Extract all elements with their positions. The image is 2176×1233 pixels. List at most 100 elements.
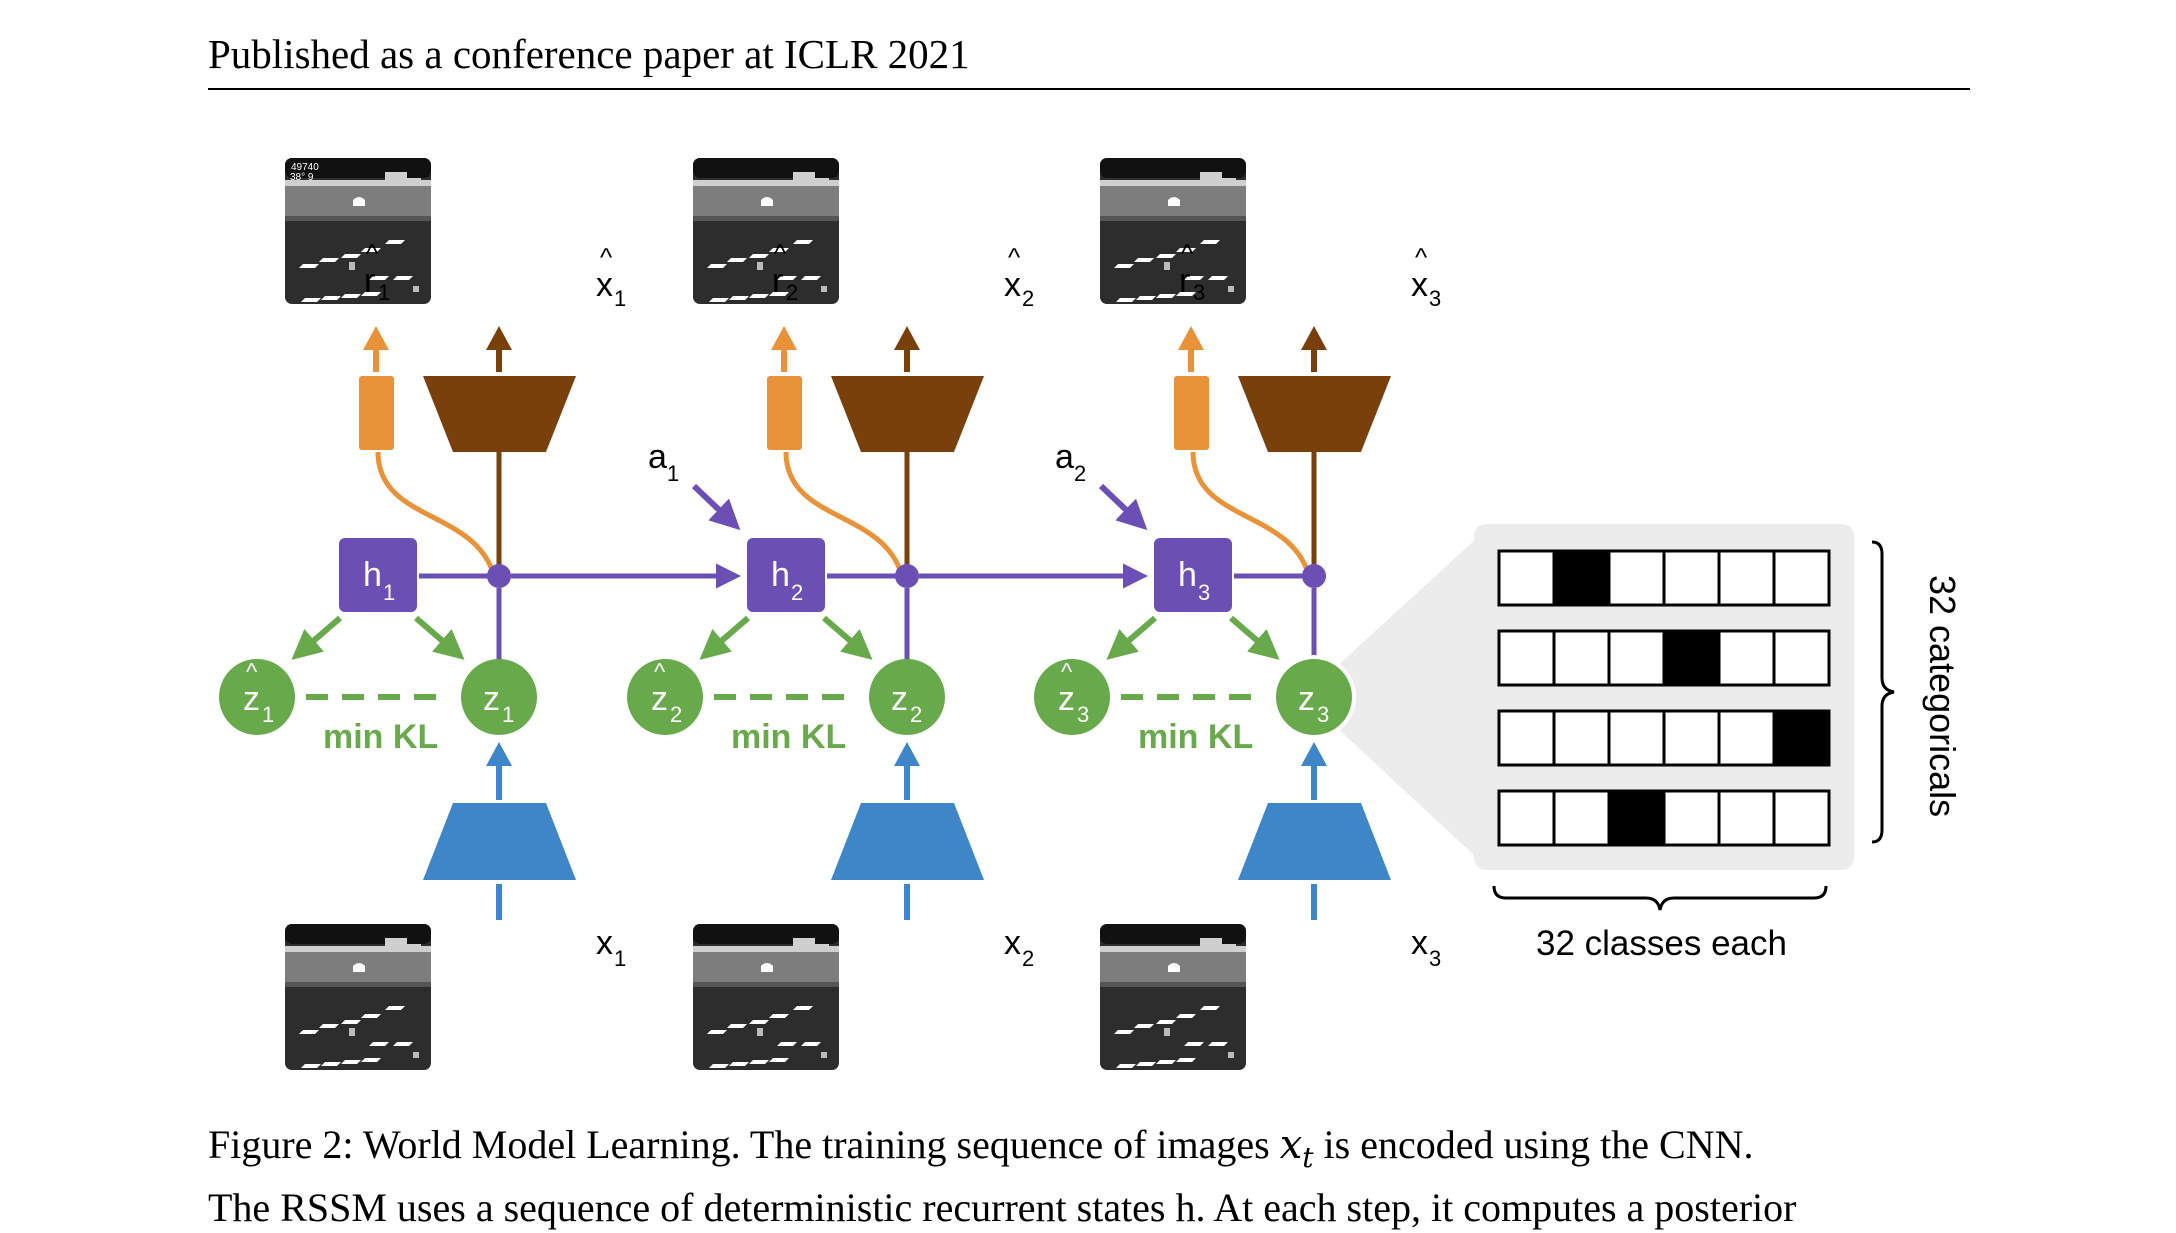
reward-head bbox=[767, 376, 802, 450]
grid-cell bbox=[1772, 549, 1831, 607]
svg-text:z: z bbox=[891, 680, 908, 718]
svg-text:2: 2 bbox=[1022, 946, 1034, 971]
svg-text:z: z bbox=[243, 680, 260, 718]
grid-cell bbox=[1662, 629, 1721, 687]
kl-label: min KL bbox=[731, 718, 846, 756]
svg-text:3: 3 bbox=[1077, 702, 1089, 727]
recon-label: x bbox=[1411, 266, 1428, 304]
svg-text:2: 2 bbox=[1022, 286, 1034, 311]
svg-text:^: ^ bbox=[600, 242, 613, 272]
grid-cell bbox=[1772, 629, 1831, 687]
grid-cell bbox=[1772, 709, 1831, 767]
svg-text:z: z bbox=[1298, 680, 1315, 718]
grid-cell bbox=[1662, 789, 1721, 847]
grid-cell bbox=[1717, 549, 1776, 607]
junction-node bbox=[487, 564, 511, 588]
decoder-shape bbox=[831, 376, 984, 452]
figure-caption: Figure 2: World Model Learning. The trai… bbox=[208, 1122, 1797, 1230]
svg-text:^: ^ bbox=[654, 659, 666, 686]
recon-label: x bbox=[596, 266, 613, 304]
grid-cell bbox=[1552, 789, 1611, 847]
svg-text:^: ^ bbox=[1008, 242, 1021, 272]
decoder-arrow bbox=[486, 326, 512, 350]
prior-z-hat-3 bbox=[1034, 659, 1110, 735]
deterministic-state-h1 bbox=[339, 538, 417, 612]
recon-label: x bbox=[1004, 266, 1021, 304]
reward-head bbox=[1174, 376, 1209, 450]
zoom-wedge bbox=[1335, 526, 1490, 870]
categoricals-brace bbox=[1871, 540, 1895, 844]
encoder-arrow bbox=[486, 742, 512, 766]
grid-cell bbox=[1662, 549, 1721, 607]
grid-cell bbox=[1607, 629, 1666, 687]
encoder-arrow bbox=[1301, 742, 1327, 766]
predicted-frame-2 bbox=[693, 158, 839, 304]
grid-cell bbox=[1552, 549, 1611, 607]
grid-cell bbox=[1772, 789, 1831, 847]
svg-text:1: 1 bbox=[502, 702, 514, 727]
caption-line-1-post: is encoded using the CNN. bbox=[1313, 1122, 1754, 1167]
grid-cell bbox=[1497, 549, 1556, 607]
deterministic-state-h2 bbox=[747, 538, 825, 612]
svg-text:z: z bbox=[483, 680, 500, 718]
input-frame-2 bbox=[693, 924, 839, 1070]
svg-text:3: 3 bbox=[1193, 280, 1205, 305]
svg-text:1: 1 bbox=[614, 286, 626, 311]
step-3: h 3 z ^ 3 min KL z 3 r ^ 3 x ^ 3 x 3 bbox=[1034, 158, 1490, 1070]
grid-cell bbox=[1717, 709, 1776, 767]
input-label: x bbox=[596, 924, 613, 962]
kl-label: min KL bbox=[323, 718, 438, 756]
grid-cell bbox=[1497, 709, 1556, 767]
grid-cell bbox=[1552, 629, 1611, 687]
prior-z-hat-2 bbox=[627, 659, 703, 735]
grid-cell bbox=[1607, 709, 1666, 767]
svg-text:1: 1 bbox=[378, 280, 390, 305]
action-arrow-2 bbox=[1098, 483, 1148, 531]
reward-head bbox=[359, 376, 394, 450]
posterior-z-2 bbox=[869, 659, 945, 735]
classes-label: 32 classes each bbox=[1536, 924, 1787, 963]
junction-node bbox=[895, 564, 919, 588]
svg-text:2: 2 bbox=[670, 702, 682, 727]
encoder-shape bbox=[1238, 803, 1391, 880]
prior-z-hat-1 bbox=[219, 659, 295, 735]
caption-variable: x bbox=[1279, 1122, 1303, 1168]
reward-label: r bbox=[1179, 262, 1190, 300]
reward-arrow bbox=[771, 326, 797, 350]
input-label: x bbox=[1411, 924, 1428, 962]
action-label-2: a bbox=[1055, 438, 1074, 476]
caption-line-2: The RSSM uses a sequence of deterministi… bbox=[208, 1185, 1797, 1230]
game-stats: 38° 9 bbox=[290, 172, 314, 183]
decoder-shape bbox=[1238, 376, 1391, 452]
svg-text:1: 1 bbox=[262, 702, 274, 727]
svg-text:3: 3 bbox=[1317, 702, 1329, 727]
reward-label: r bbox=[772, 262, 783, 300]
svg-text:1: 1 bbox=[614, 946, 626, 971]
svg-text:2: 2 bbox=[1074, 461, 1086, 486]
input-frame-3 bbox=[1100, 924, 1246, 1070]
latent-grid-panel bbox=[1474, 524, 1854, 870]
grid-cell bbox=[1607, 789, 1666, 847]
svg-text:^: ^ bbox=[1061, 659, 1073, 686]
categoricals-label: 32 categoricals bbox=[1922, 575, 1963, 817]
svg-text:^: ^ bbox=[1415, 242, 1428, 272]
grid-cell bbox=[1552, 709, 1611, 767]
encoder-shape bbox=[423, 803, 576, 880]
classes-brace bbox=[1492, 885, 1828, 911]
encoder-shape bbox=[831, 803, 984, 880]
posterior-z-3 bbox=[1276, 659, 1352, 735]
svg-text:h: h bbox=[363, 556, 382, 594]
step-1: 49740 38° 9 h 1 z ^ 1 min KL z bbox=[219, 158, 626, 1070]
junction-node bbox=[1302, 564, 1326, 588]
action-arrow-1 bbox=[691, 483, 741, 531]
categorical-grid bbox=[1497, 549, 1831, 847]
svg-text:2: 2 bbox=[791, 580, 803, 605]
svg-text:3: 3 bbox=[1198, 580, 1210, 605]
grid-cell bbox=[1662, 709, 1721, 767]
svg-text:z: z bbox=[1058, 680, 1075, 718]
grid-cell bbox=[1497, 629, 1556, 687]
decoder-arrow bbox=[1301, 326, 1327, 350]
reward-arrow bbox=[1178, 326, 1204, 350]
svg-text:2: 2 bbox=[786, 280, 798, 305]
action-label-1: a bbox=[648, 438, 667, 476]
